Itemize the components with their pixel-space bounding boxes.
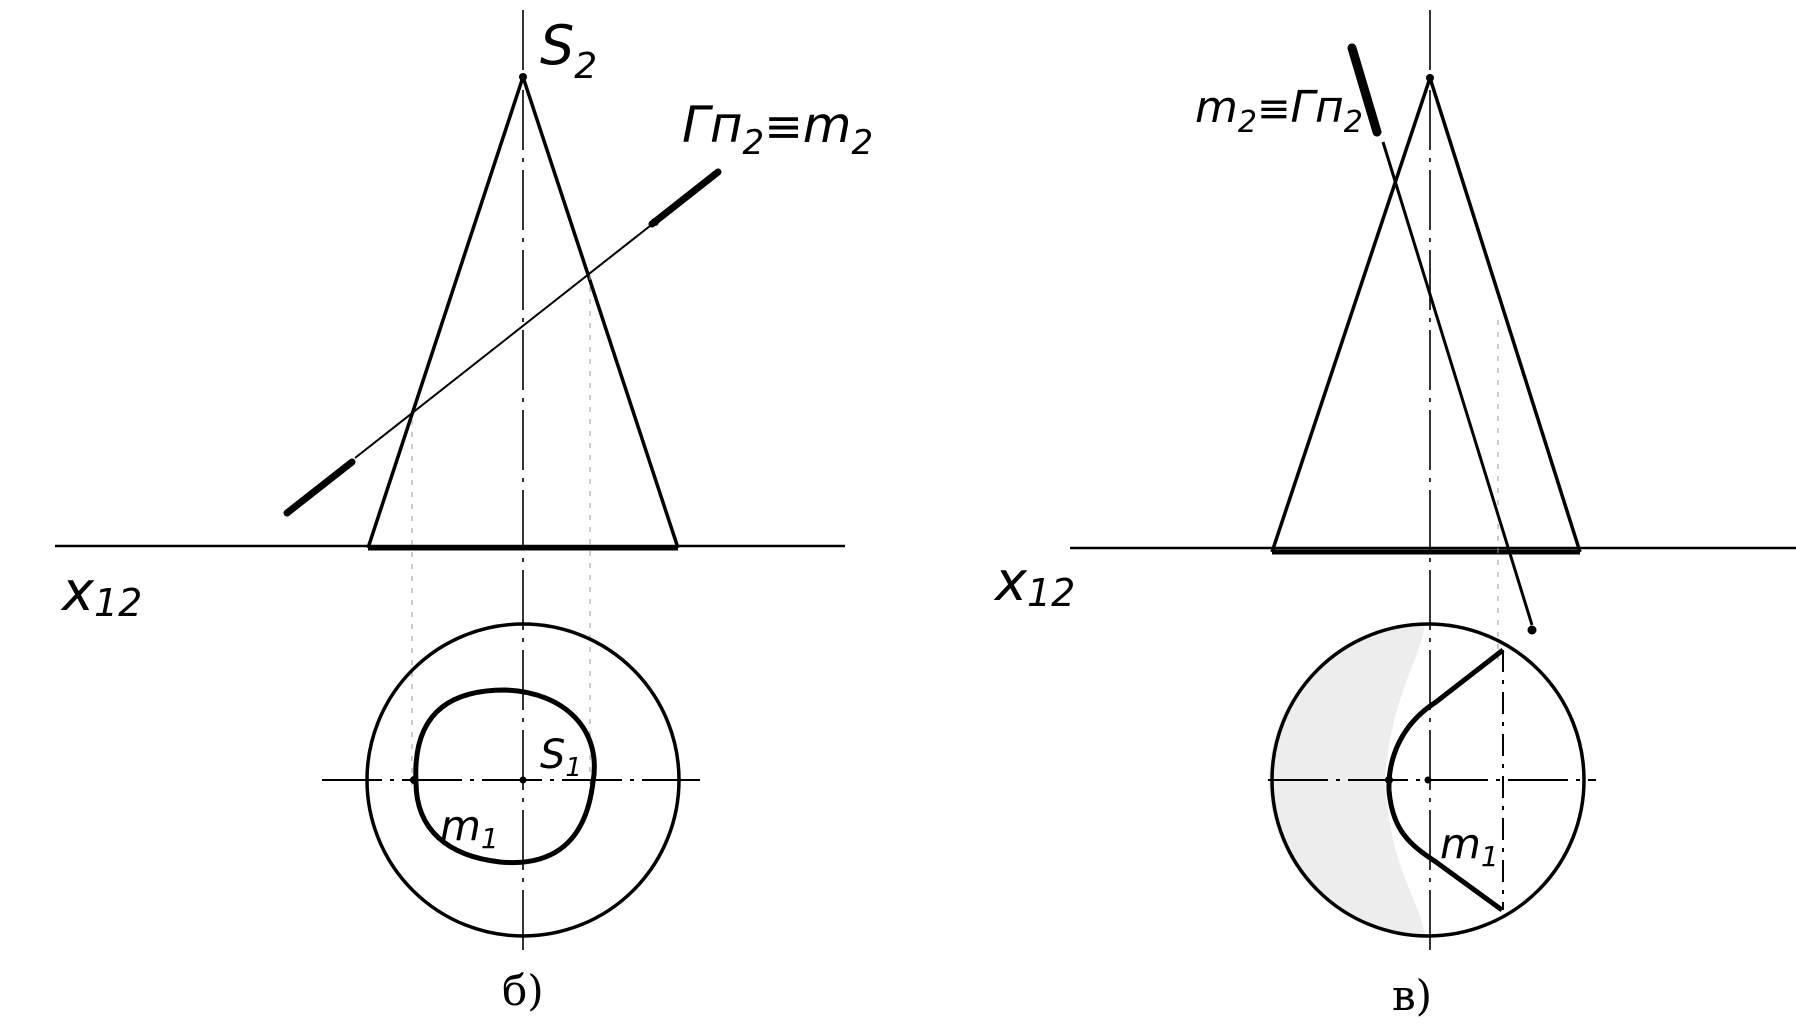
figure-caption: б)	[502, 966, 544, 1015]
cutting-plane-trace	[354, 221, 656, 459]
figure-b: S2 Гп2≡m2 x12 S1 m1 б)	[55, 10, 873, 1015]
trace-point-upper	[651, 218, 659, 226]
curve-plane-label: m2≡Гп2	[1195, 82, 1363, 140]
cutting-plane-trace-thick	[1347, 43, 1382, 137]
cutting-plane-trace-end-upper	[648, 168, 722, 228]
section-curve-plan	[1386, 648, 1505, 913]
plan-centre-point	[1424, 776, 1432, 784]
section-curve-label: m1	[1440, 819, 1499, 873]
section-curve-label: m1	[440, 801, 499, 855]
cone-right-generator	[521, 76, 680, 549]
apex-plan-label: S1	[540, 732, 582, 783]
section-curve-plan	[413, 687, 597, 866]
cone-right-generator	[1428, 77, 1582, 553]
axis-label: x12	[60, 560, 142, 625]
trace-end-point	[1527, 625, 1537, 635]
plan-shaded-region	[1269, 624, 1425, 936]
section-vertex-point	[1385, 776, 1393, 784]
figure-v: m2≡Гп2 x12 m1 в)	[993, 10, 1796, 1020]
cone-left-generator	[1270, 77, 1432, 553]
cutting-plane-trace-end-lower	[283, 458, 356, 517]
figure-caption: в)	[1392, 971, 1432, 1020]
section-left-point	[410, 776, 418, 784]
cone-left-generator	[366, 76, 525, 549]
apex-point	[519, 73, 527, 81]
plane-curve-label: Гп2≡m2	[682, 96, 873, 163]
cutting-plane-trace	[1381, 141, 1534, 626]
apex-label: S2	[540, 14, 597, 87]
plan-centre-point	[519, 776, 527, 784]
axis-label: x12	[993, 550, 1075, 615]
